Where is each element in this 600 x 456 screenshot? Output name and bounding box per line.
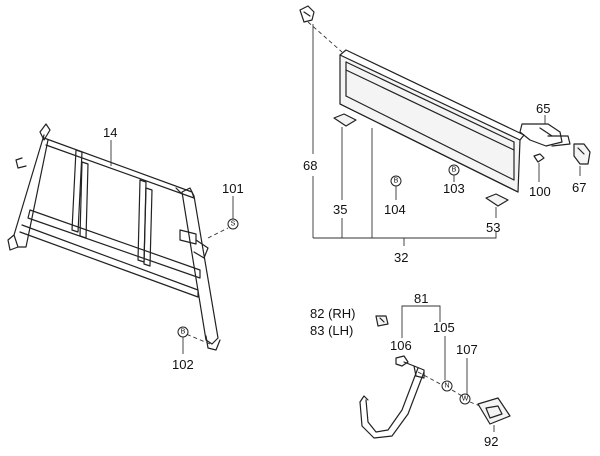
label-107: 107 [456, 342, 478, 357]
svg-text:W: W [462, 396, 469, 403]
leader-102-dash [185, 333, 211, 345]
label-82: 82 (RH) [310, 306, 356, 321]
handle-67 [573, 143, 591, 165]
svg-text:S: S [231, 221, 236, 228]
svg-text:B: B [181, 329, 186, 336]
latch-assembly [519, 123, 571, 147]
label-81: 81 [414, 291, 428, 306]
label-65: 65 [536, 101, 550, 116]
label-105: 105 [433, 320, 455, 335]
leader-32-bracket [313, 232, 497, 239]
striker-plate-92 [477, 397, 511, 425]
label-68: 68 [303, 158, 317, 173]
label-92: 92 [484, 434, 498, 449]
headboard-frame [7, 123, 221, 351]
svg-text:B: B [452, 167, 457, 174]
label-32: 32 [394, 250, 408, 265]
symbol-b-103: B [448, 164, 460, 176]
symbol-b-104: B [390, 175, 402, 187]
bolt-106 [395, 355, 415, 367]
symbol-b-102: B [177, 326, 189, 338]
tailgate-panel [339, 49, 525, 193]
symbol-w-107: W [459, 393, 471, 405]
symbol-n-105: N [441, 380, 453, 392]
hinge-dash [307, 21, 343, 53]
clip-82-83 [375, 315, 389, 327]
symbol-s-101: S [227, 218, 239, 230]
label-35: 35 [333, 202, 347, 217]
label-83: 83 (LH) [310, 323, 353, 338]
svg-text:B: B [394, 178, 399, 185]
label-67: 67 [572, 180, 586, 195]
label-104: 104 [384, 202, 406, 217]
bolt-100 [533, 153, 545, 163]
label-101: 101 [222, 181, 244, 196]
label-14: 14 [103, 125, 117, 140]
svg-text:N: N [444, 383, 449, 390]
leader-81-bracket [401, 305, 441, 310]
label-103: 103 [443, 181, 465, 196]
bracket-35 [333, 113, 357, 127]
label-106: 106 [390, 338, 412, 353]
tailgate-cable [359, 365, 425, 439]
hinge-clip [299, 5, 315, 23]
cable-dash-2 [451, 389, 463, 397]
label-100: 100 [529, 184, 551, 199]
label-102: 102 [172, 357, 194, 372]
label-53: 53 [486, 220, 500, 235]
bracket-53 [485, 193, 509, 207]
cable-dash-1 [417, 371, 445, 387]
leader-101-dash [207, 227, 229, 239]
